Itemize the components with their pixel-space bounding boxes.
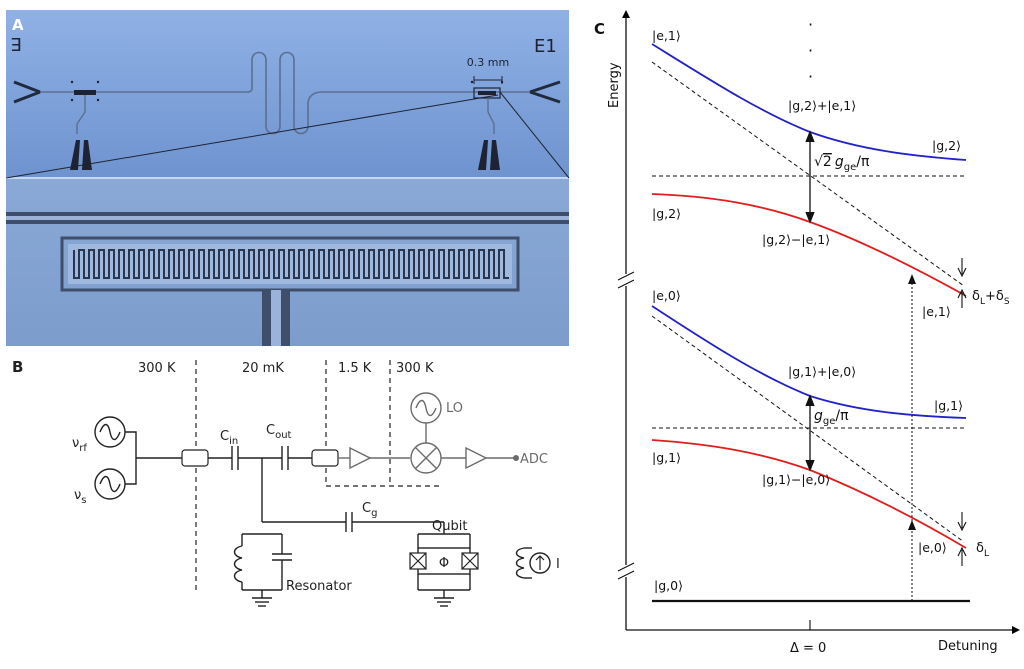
c-out-label: Cout: [266, 423, 292, 441]
state-e1: |e,1⟩: [652, 28, 681, 43]
nu-rf-label: νrf: [72, 436, 87, 454]
phi-label: Φ: [439, 556, 449, 571]
zoomed-resonator: [6, 212, 569, 346]
left-resonator: [70, 80, 100, 170]
detuning-axis-label: Detuning: [938, 639, 998, 654]
state-g1-right: |g,1⟩: [934, 398, 963, 413]
panel-b: B 300 K 20 mK 1.5 K 300 K: [12, 358, 560, 607]
temperature-boundaries: [195, 360, 440, 590]
axis-break-upper: [617, 271, 635, 289]
splitting-label-n1: gge/π: [814, 408, 849, 427]
panel-c: C Energy Detuning Δ = 0 · · ·: [594, 10, 1020, 656]
resonator-label: Resonator: [286, 579, 352, 594]
state-e0-right: |e,0⟩: [918, 540, 947, 555]
shift-label-ls: δL+δS: [972, 289, 1010, 307]
current-source-arrow: [535, 555, 545, 570]
adc-node: [513, 455, 519, 461]
splitting-arrows: [805, 130, 815, 472]
shift-arrows: [957, 258, 967, 566]
zoom-line-left: [5, 94, 499, 179]
temp-label-4: 300 K: [396, 361, 434, 376]
state-plus-1: |g,1⟩+|e,0⟩: [788, 364, 856, 379]
state-g0: |g,0⟩: [654, 578, 683, 593]
panel-a-label: A: [12, 16, 24, 34]
readout-chain: [338, 392, 514, 474]
panel-b-label: B: [12, 358, 23, 376]
state-g2-right: |g,2⟩: [932, 138, 961, 153]
zoom-line-right: [499, 91, 570, 179]
lo-label: LO: [446, 401, 463, 416]
panel-c-label: C: [594, 20, 605, 38]
temp-label-2: 20 mK: [242, 361, 284, 376]
ellipsis-dot-2: ·: [808, 41, 813, 60]
scale-bar: 0.3 mm: [467, 56, 509, 84]
temp-label-3: 1.5 K: [338, 361, 372, 376]
ellipsis-dot-3: ·: [808, 67, 813, 86]
state-g1-left: |g,1⟩: [652, 450, 681, 465]
state-g2-left: |g,2⟩: [652, 206, 681, 221]
temp-label-1: 300 K: [138, 361, 176, 376]
adc-label: ADC: [520, 452, 548, 467]
state-e0: |e,0⟩: [652, 288, 681, 303]
axis-break-lower: [617, 562, 635, 580]
ellipsis-dot-1: ·: [808, 15, 813, 34]
zero-label: Δ = 0: [790, 641, 826, 656]
shift-label-l: δL: [976, 541, 989, 559]
chip-photo-top: [6, 10, 569, 178]
right-resonator: [470, 80, 504, 170]
uncoupled-levels: [651, 61, 966, 543]
josephson-junctions: [409, 552, 479, 570]
state-plus-2: |g,2⟩+|e,1⟩: [788, 98, 856, 113]
state-e1-right: |e,1⟩: [922, 304, 951, 319]
state-minus-1: |g,1⟩−|e,0⟩: [762, 472, 830, 487]
energy-axis-label: Energy: [607, 62, 622, 108]
transmission-line: [13, 51, 561, 135]
current-label: I: [556, 557, 560, 572]
scale-label: 0.3 mm: [467, 56, 509, 69]
panel-a: 0.3 mm E E1 A: [5, 10, 570, 346]
c-g-label: Cg: [362, 501, 377, 519]
nu-s-label: νs: [74, 488, 86, 506]
state-minus-2: |g,2⟩−|e,1⟩: [762, 232, 830, 247]
chip-marker-left: E: [11, 33, 22, 54]
qubit-label: Qubit: [432, 519, 467, 534]
circuit-wires: [94, 416, 551, 607]
c-in-label: Cin: [220, 429, 238, 447]
curve-lower-n1: [651, 439, 967, 549]
chip-marker-right: E1: [534, 36, 557, 57]
coax-connectors: [181, 449, 339, 467]
